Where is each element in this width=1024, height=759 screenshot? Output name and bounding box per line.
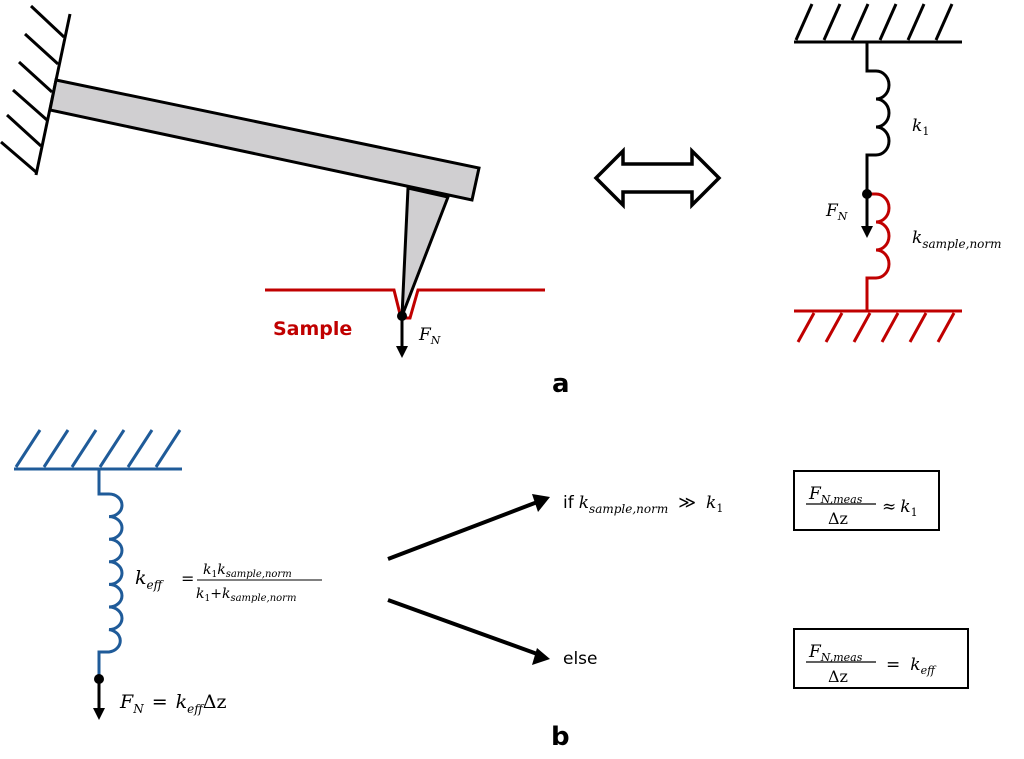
result-box-if: FN,meas Δz ≈k1 xyxy=(793,470,940,531)
spring-effective xyxy=(97,469,124,679)
force-equation: FN=keffΔz xyxy=(119,691,226,716)
panel-label-a: a xyxy=(552,369,570,399)
sample-label: Sample xyxy=(273,318,352,340)
contact-point xyxy=(397,311,407,321)
svg-text:≈k1: ≈k1 xyxy=(882,497,918,519)
force-label-spring: FN xyxy=(825,201,848,223)
force-arrow-b xyxy=(93,674,105,720)
panel-b: keff = k1ksample,norm k1+ksample,norm FN… xyxy=(14,429,969,752)
svg-text:FN,meas: FN,meas xyxy=(808,642,863,664)
keff-numerator: k1ksample,norm xyxy=(203,562,292,580)
fixed-wall-top xyxy=(794,3,962,44)
else-label: else xyxy=(563,649,598,669)
k1-label: k1 xyxy=(912,116,929,138)
spring-model xyxy=(794,3,962,343)
svg-text:=keff: =keff xyxy=(886,655,937,677)
keff-equals: = xyxy=(181,569,194,588)
panel-label-b: b xyxy=(551,722,570,752)
svg-text:FN,meas: FN,meas xyxy=(808,484,863,506)
result-box-else: FN,meas Δz =keff xyxy=(793,628,969,689)
cantilever-beam xyxy=(48,78,481,202)
spring-sample xyxy=(865,192,891,311)
spring-k1 xyxy=(865,42,891,194)
svg-text:Δz: Δz xyxy=(828,509,848,528)
fixed-wall-blue xyxy=(14,429,182,471)
cantilever-tip xyxy=(400,186,451,317)
force-label-a: FN xyxy=(418,325,441,347)
equivalence-double-arrow-icon xyxy=(593,146,722,210)
svg-text:Δz: Δz xyxy=(828,667,848,686)
keff-denominator: k1+ksample,norm xyxy=(196,586,296,604)
branch-arrow-else xyxy=(387,598,550,665)
k-sample-label: ksample,norm xyxy=(912,228,1002,251)
panel-a: Sample FN xyxy=(0,3,1002,399)
branch-arrow-if xyxy=(387,494,550,561)
force-arrow xyxy=(396,311,408,358)
fixed-wall-bottom xyxy=(794,309,962,343)
keff-lhs: keff xyxy=(135,567,165,592)
